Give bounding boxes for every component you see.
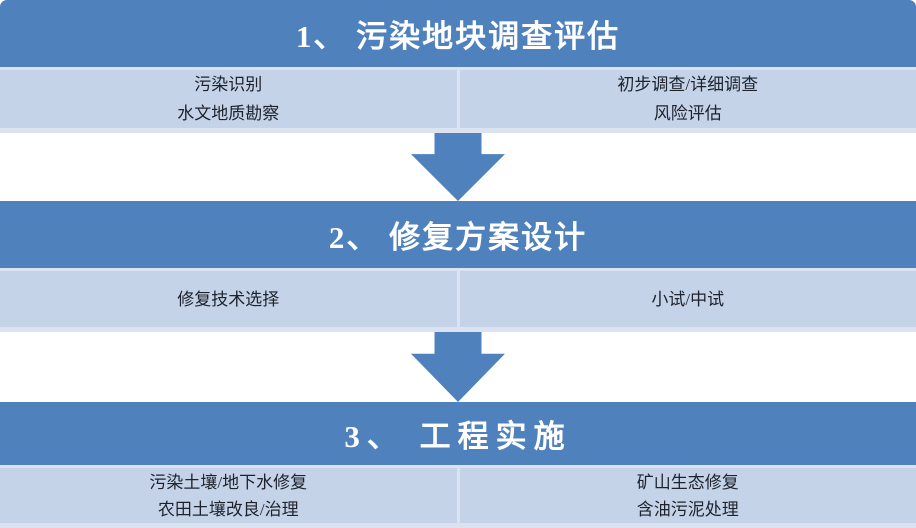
section-3-cells: 污染土壤/地下水修复 农田土壤改良/治理 矿山生态修复 含油污泥处理 xyxy=(0,465,916,528)
cell-item: 农田土壤改良/治理 xyxy=(157,499,299,519)
cell-item: 小试/中试 xyxy=(651,289,725,309)
section-1-header: 1、 污染地块调查评估 xyxy=(0,0,916,67)
cell-item: 水文地质勘察 xyxy=(177,104,280,123)
section-1-title: 1、 污染地块调查评估 xyxy=(295,19,621,54)
cell-item: 风险评估 xyxy=(653,104,722,123)
section-2-title: 2、 修复方案设计 xyxy=(328,220,588,255)
cell-item: 矿山生态修复 xyxy=(636,472,739,492)
section-3-right-cell: 矿山生态修复 含油污泥处理 xyxy=(459,468,916,523)
cell-item: 污染土壤/地下水修复 xyxy=(149,472,308,492)
section-1-left-cell: 污染识别 水文地质勘察 xyxy=(0,70,457,128)
section-3-left-cell: 污染土壤/地下水修复 农田土壤改良/治理 xyxy=(0,468,457,523)
section-1-cells: 污染识别 水文地质勘察 初步调查/详细调查 风险评估 xyxy=(0,67,916,133)
down-arrow-icon xyxy=(411,133,505,201)
section-2-cells: 修复技术选择 小试/中试 xyxy=(0,268,916,332)
cell-item: 初步调查/详细调查 xyxy=(617,75,759,94)
section-3-title: 3、 工程实施 xyxy=(344,419,572,454)
flow-arrow-zone-1 xyxy=(0,133,916,201)
section-1-right-cell: 初步调查/详细调查 风险评估 xyxy=(459,70,916,128)
section-3-header: 3、 工程实施 xyxy=(0,402,916,465)
section-2-left-cell: 修复技术选择 xyxy=(0,271,457,327)
cell-item: 含油污泥处理 xyxy=(636,499,739,519)
cell-item: 修复技术选择 xyxy=(177,289,280,309)
section-2-header: 2、 修复方案设计 xyxy=(0,201,916,268)
down-arrow-icon xyxy=(411,332,505,402)
flow-arrow-zone-2 xyxy=(0,332,916,402)
cell-item: 污染识别 xyxy=(194,75,263,94)
section-2-right-cell: 小试/中试 xyxy=(459,271,916,327)
